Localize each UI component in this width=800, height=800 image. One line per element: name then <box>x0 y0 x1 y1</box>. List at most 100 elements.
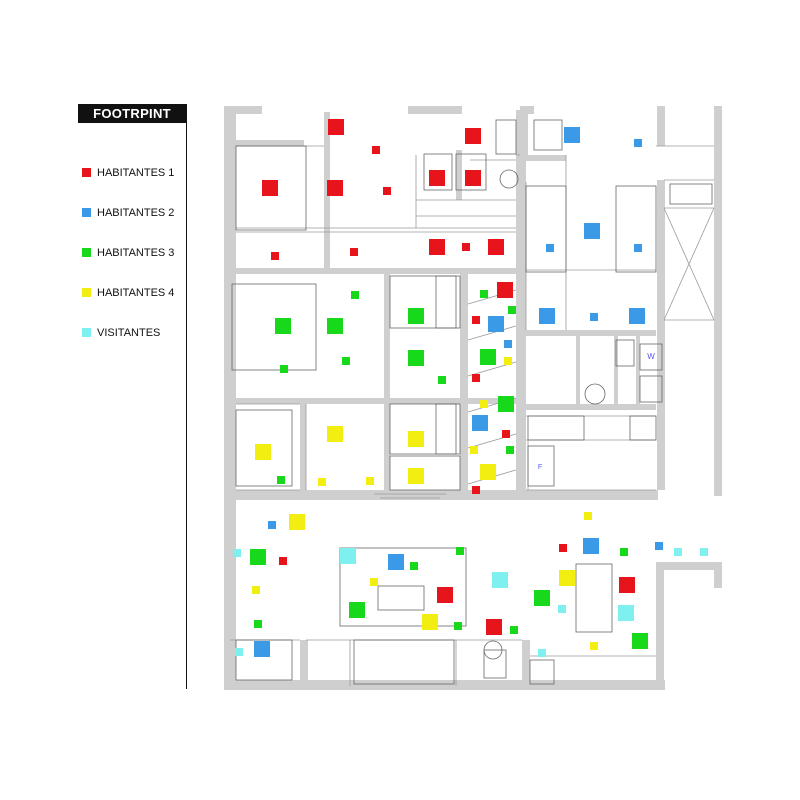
footprint-mark-habitantes-1 <box>262 180 278 196</box>
footprint-mark-visitantes <box>674 548 682 556</box>
wall-segment <box>657 180 665 490</box>
footprint-mark-habitantes-3 <box>534 590 550 606</box>
legend-label: HABITANTES 1 <box>97 167 175 179</box>
legend-item-habitantes-2: HABITANTES 2 <box>82 207 174 219</box>
bunk-bed-right <box>615 185 657 273</box>
footprint-mark-habitantes-4 <box>559 570 575 586</box>
bath-sink <box>529 659 555 685</box>
double-bed-2 <box>231 283 317 371</box>
footprint-mark-visitantes <box>538 649 546 657</box>
footprint-mark-habitantes-2 <box>564 127 580 143</box>
footprint-mark-habitantes-2 <box>254 641 270 657</box>
footprint-mark-habitantes-1 <box>429 170 445 186</box>
footprint-mark-habitantes-3 <box>480 349 496 365</box>
footprint-mark-habitantes-1 <box>383 187 391 195</box>
footprint-mark-habitantes-4 <box>366 477 374 485</box>
footprint-mark-habitantes-1 <box>328 119 344 135</box>
footprint-marks <box>233 119 708 657</box>
shower-unit <box>495 119 517 155</box>
footprint-mark-habitantes-2 <box>539 308 555 324</box>
legend-divider <box>186 104 187 689</box>
footprint-mark-visitantes <box>558 605 566 613</box>
washer-label: W <box>647 352 655 361</box>
footprint-mark-habitantes-1 <box>465 170 481 186</box>
wall-segment <box>526 330 656 336</box>
footprint-mark-habitantes-4 <box>408 468 424 484</box>
wall-segment <box>306 398 516 404</box>
fridge-label: F <box>538 464 542 471</box>
footprint-mark-habitantes-2 <box>488 316 504 332</box>
round-lamp <box>483 640 503 660</box>
stair-landing <box>669 183 713 205</box>
footprint-mark-habitantes-1 <box>472 374 480 382</box>
footprint-mark-habitantes-3 <box>254 620 262 628</box>
dryer <box>639 375 663 403</box>
coffee-table <box>377 585 425 611</box>
footprint-mark-habitantes-1 <box>472 486 480 494</box>
footprint-mark-habitantes-4 <box>422 614 438 630</box>
footprint-mark-habitantes-3 <box>280 365 288 373</box>
footprint-mark-habitantes-1 <box>472 316 480 324</box>
footprint-mark-habitantes-1 <box>462 243 470 251</box>
footprint-mark-habitantes-4 <box>252 586 260 594</box>
footprint-mark-habitantes-2 <box>584 223 600 239</box>
wall-segment <box>224 490 658 500</box>
footprint-mark-habitantes-1 <box>619 577 635 593</box>
footprint-mark-visitantes <box>700 548 708 556</box>
tv-cabinet <box>353 639 455 685</box>
footprint-mark-habitantes-4 <box>584 512 592 520</box>
footprint-mark-habitantes-3 <box>508 306 516 314</box>
footprint-mark-habitantes-2 <box>504 340 512 348</box>
footprint-mark-habitantes-2 <box>388 554 404 570</box>
footprint-mark-habitantes-3 <box>410 562 418 570</box>
wall-segment <box>576 336 580 406</box>
footprint-mark-habitantes-4 <box>289 514 305 530</box>
wall-segment <box>384 274 390 399</box>
footprint-mark-habitantes-3 <box>498 396 514 412</box>
wall-segment <box>714 106 722 496</box>
legend-item-visitantes: VISITANTES <box>82 327 160 339</box>
footprint-mark-habitantes-1 <box>559 544 567 552</box>
footprint-mark-habitantes-4 <box>480 400 488 408</box>
plan-furniture <box>231 119 713 685</box>
wall-segment <box>636 336 640 406</box>
footprint-mark-habitantes-2 <box>546 244 554 252</box>
footprint-mark-habitantes-2 <box>590 313 598 321</box>
footprint-mark-habitantes-3 <box>480 290 488 298</box>
footprint-mark-habitantes-1 <box>497 282 513 298</box>
rug <box>339 547 467 627</box>
legend-item-habitantes-1: HABITANTES 1 <box>82 167 174 179</box>
wall-segment <box>384 398 390 493</box>
wall-segment <box>656 562 722 570</box>
legend-swatch-cyan <box>82 327 91 337</box>
legend-label: VISITANTES <box>97 327 161 339</box>
wall-segment <box>460 274 468 490</box>
footprint-mark-habitantes-1 <box>372 146 380 154</box>
footprint-mark-habitantes-3 <box>620 548 628 556</box>
footprint-mark-habitantes-4 <box>504 357 512 365</box>
footprint-mark-habitantes-3 <box>632 633 648 649</box>
wall-segment <box>300 640 308 690</box>
closet-2 <box>455 153 487 191</box>
footprint-mark-habitantes-1 <box>350 248 358 256</box>
double-bed <box>235 145 307 231</box>
footprint-mark-habitantes-3 <box>275 318 291 334</box>
footprint-mark-habitantes-1 <box>271 252 279 260</box>
toilet-bowl <box>584 383 606 405</box>
footprint-mark-habitantes-2 <box>655 542 663 550</box>
legend-swatch-green <box>82 247 91 257</box>
footprint-mark-visitantes <box>618 605 634 621</box>
footprint-mark-habitantes-3 <box>506 446 514 454</box>
wall-segment <box>224 268 308 274</box>
wall-segment <box>300 398 306 493</box>
footprint-mark-habitantes-4 <box>370 578 378 586</box>
single-bed <box>235 409 293 487</box>
legend-swatch-blue <box>82 207 91 217</box>
footprint-mark-habitantes-4 <box>480 464 496 480</box>
wall-segment <box>614 336 618 406</box>
footprint-mark-habitantes-4 <box>590 642 598 650</box>
wall-segment <box>656 562 664 690</box>
footprint-mark-visitantes <box>340 548 356 564</box>
footprint-mark-habitantes-2 <box>634 244 642 252</box>
